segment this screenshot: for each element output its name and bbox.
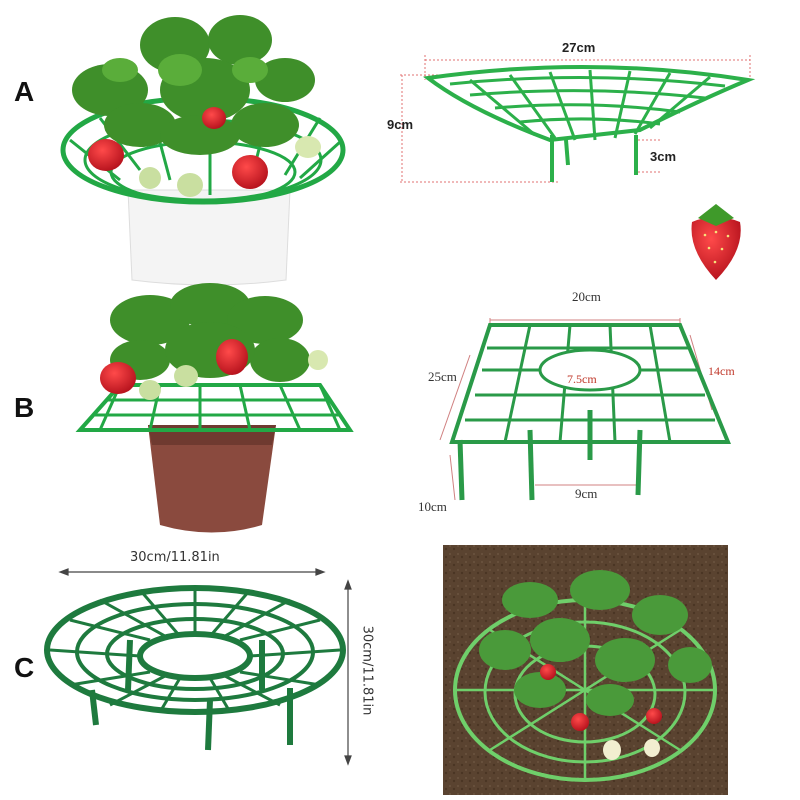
dim-b-leg-spacing: 9cm	[575, 486, 598, 501]
dim-b-length: 25cm	[428, 369, 457, 384]
strawberry-icon	[691, 204, 741, 280]
dim-c-width: 30cm/11.81in	[130, 550, 220, 565]
dim-a-height: 9cm	[387, 117, 414, 132]
dim-a-leg: 3cm	[650, 149, 677, 164]
dim-b-inner-ring: 7.5cm	[567, 372, 597, 386]
dim-c-height: 30cm/11.81in	[359, 625, 375, 716]
panel-b-letter: B	[14, 392, 35, 423]
dim-b-leg-height: 10cm	[418, 499, 447, 514]
dim-b-width: 20cm	[572, 289, 601, 304]
photo-b	[75, 283, 354, 533]
panel-a-letter: A	[14, 76, 35, 107]
photo-a	[60, 15, 346, 286]
photo-c	[443, 545, 728, 795]
diagram-a	[400, 55, 756, 280]
dim-b-side: 14cm	[708, 364, 735, 378]
diagram-b	[439, 318, 731, 501]
diagram-c	[44, 568, 352, 766]
panel-c-letter: C	[14, 652, 35, 683]
dim-a-width: 27cm	[562, 40, 596, 55]
